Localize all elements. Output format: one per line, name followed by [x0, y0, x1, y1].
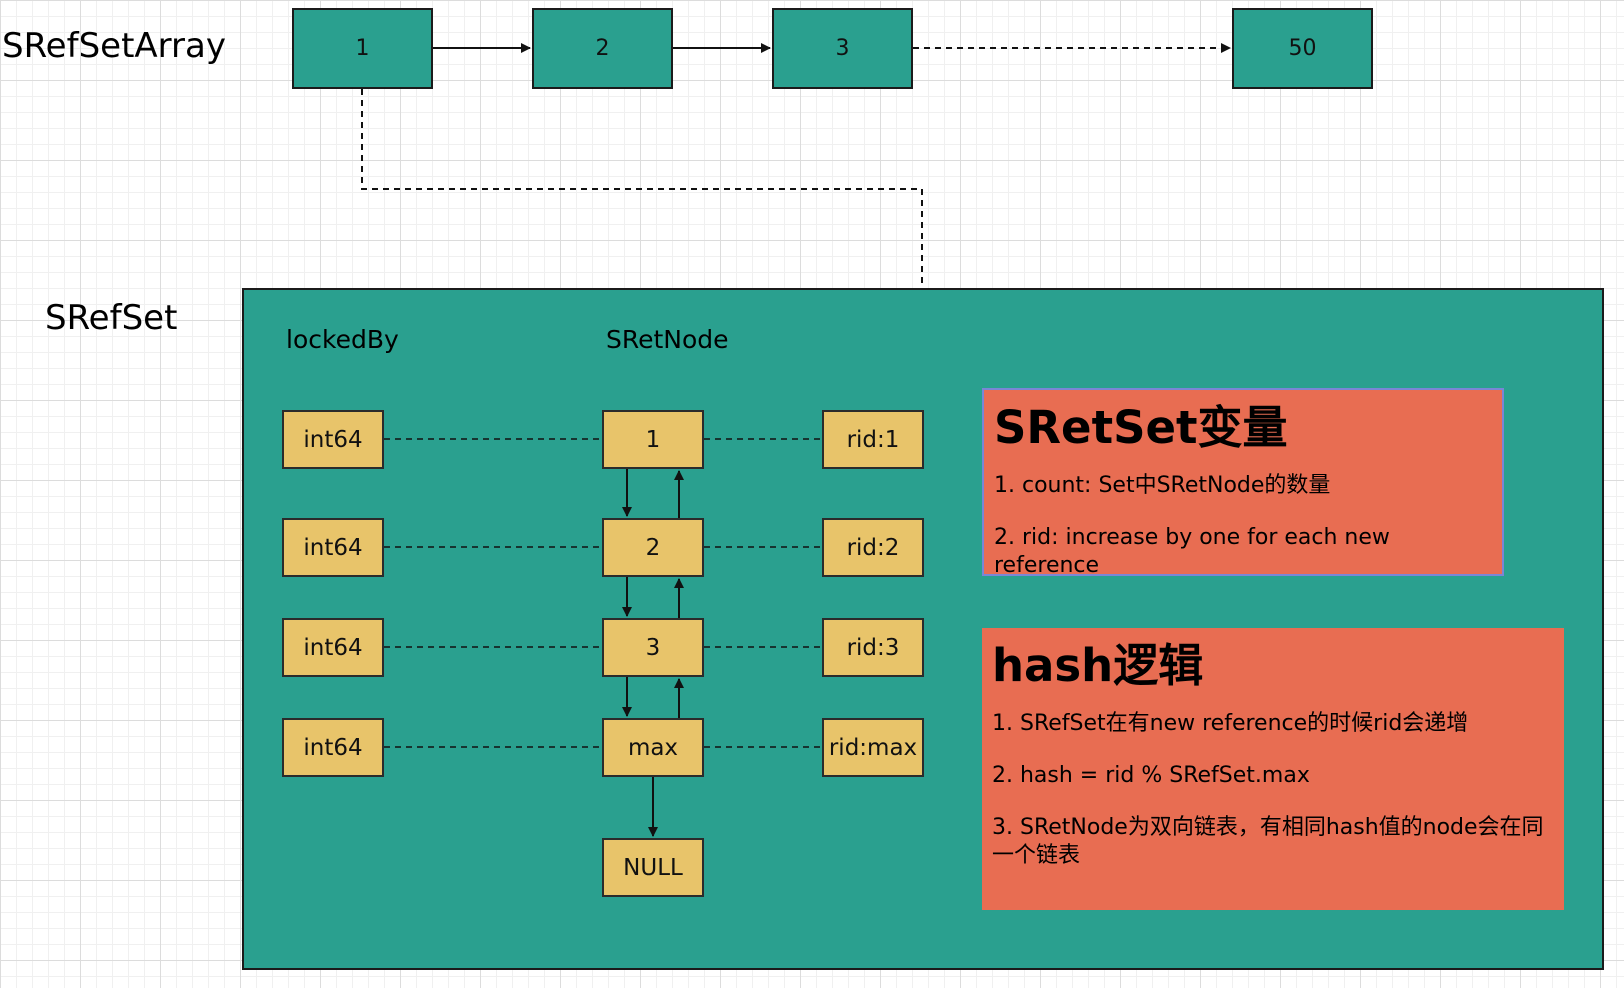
- sret-node: max: [602, 718, 704, 777]
- hash-note: hash逻辑 1. SRefSet在有new reference的时候rid会递…: [982, 628, 1564, 910]
- locked-by-header: lockedBy: [286, 325, 399, 354]
- sret-node: 1: [602, 410, 704, 469]
- null-node: NULL: [602, 838, 704, 897]
- variables-note-title: SRetSet变量: [994, 401, 1288, 454]
- variables-note-line: 2. rid: increase by one for each new ref…: [994, 525, 1390, 578]
- hash-note-line: 1. SRefSet在有new reference的时候rid会递增: [992, 711, 1469, 736]
- srefsetarray-label: SRefSetArray: [2, 26, 226, 66]
- array-cell-2: 2: [532, 8, 673, 89]
- rid-cell: rid:1: [822, 410, 924, 469]
- array-cell-1: 1: [292, 8, 433, 89]
- rid-cell: rid:2: [822, 518, 924, 577]
- locked-by-cell: int64: [282, 618, 384, 677]
- variables-note-line: 1. count: Set中SRetNode的数量: [994, 473, 1331, 498]
- locked-by-cell: int64: [282, 518, 384, 577]
- variables-note: SRetSet变量 1. count: Set中SRetNode的数量 2. r…: [982, 388, 1504, 578]
- sret-node: 2: [602, 518, 704, 577]
- array-cell-3: 3: [772, 8, 913, 89]
- rid-cell: rid:3: [822, 618, 924, 677]
- sret-node: 3: [602, 618, 704, 677]
- srettnode-header: SRetNode: [606, 325, 729, 354]
- locked-by-cell: int64: [282, 718, 384, 777]
- hash-note-title: hash逻辑: [992, 639, 1204, 692]
- hash-note-line: 2. hash = rid % SRefSet.max: [992, 763, 1310, 788]
- array-cell-50: 50: [1232, 8, 1373, 89]
- srefset-label: SRefSet: [45, 298, 178, 338]
- locked-by-cell: int64: [282, 410, 384, 469]
- rid-cell: rid:max: [822, 718, 924, 777]
- hash-note-line: 3. SRetNode为双向链表，有相同hash值的node会在同一个链表: [992, 815, 1544, 868]
- array-to-refset-link: [361, 89, 923, 288]
